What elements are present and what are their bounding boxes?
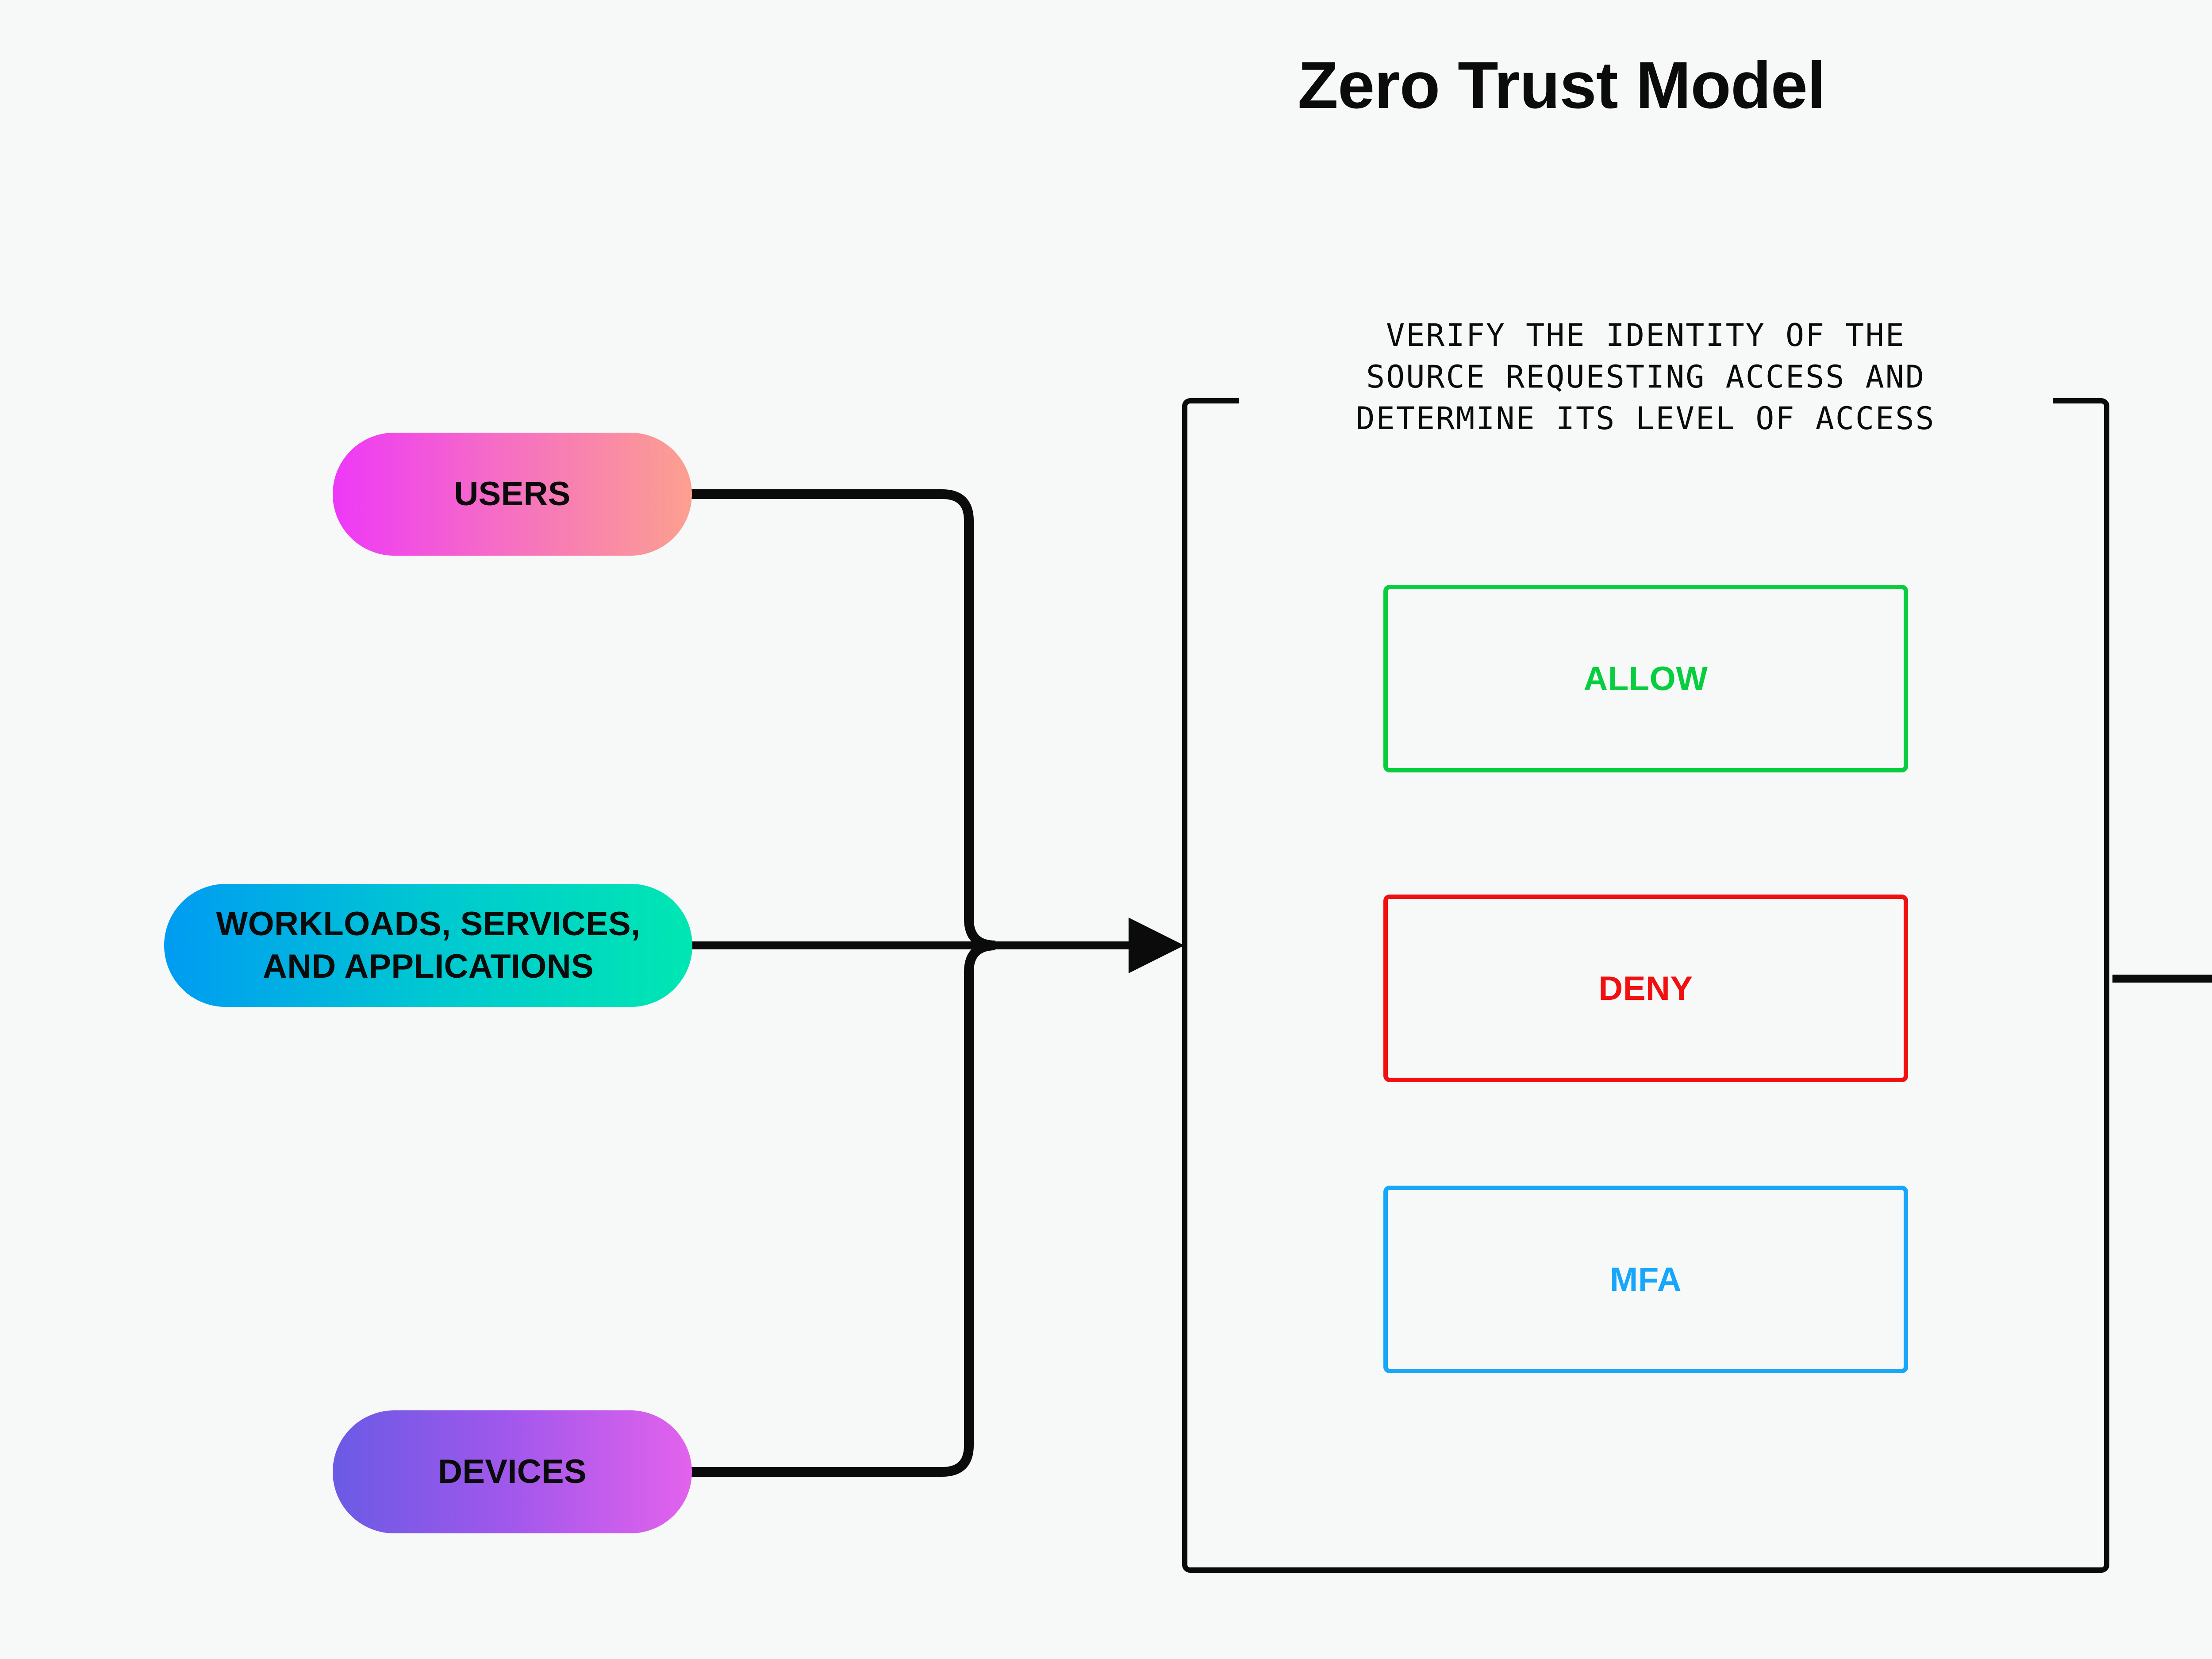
source-pill-workloads[interactable]: WORKLOADS, SERVICES, AND APPLICATIONS bbox=[164, 884, 692, 1007]
connector-devices bbox=[691, 941, 996, 1477]
connector-users bbox=[691, 489, 996, 950]
policy-engine-box bbox=[1182, 398, 2109, 1573]
source-pill-workloads-label: WORKLOADS, SERVICES, AND APPLICATIONS bbox=[216, 905, 641, 985]
source-pill-users-label: USERS bbox=[454, 475, 571, 513]
decision-box-deny[interactable]: DENY bbox=[1383, 895, 1908, 1082]
page-title: Zero Trust Model bbox=[1298, 48, 1825, 122]
decision-box-allow-label: ALLOW bbox=[1583, 660, 1708, 698]
policy-engine-legend: VERIFY THE IDENTITY OF THE SOURCE REQUES… bbox=[1356, 317, 1936, 437]
source-pill-users[interactable]: USERS bbox=[333, 433, 692, 556]
decision-box-mfa[interactable]: MFA bbox=[1383, 1186, 1908, 1373]
decision-box-allow[interactable]: ALLOW bbox=[1383, 585, 1908, 772]
decision-box-deny-label: DENY bbox=[1598, 969, 1693, 1007]
source-pill-devices-label: DEVICES bbox=[438, 1453, 587, 1491]
policy-engine-legend-gap bbox=[1239, 393, 2053, 409]
decision-box-mfa-label: MFA bbox=[1610, 1260, 1682, 1298]
source-pill-devices[interactable]: DEVICES bbox=[333, 1410, 692, 1533]
